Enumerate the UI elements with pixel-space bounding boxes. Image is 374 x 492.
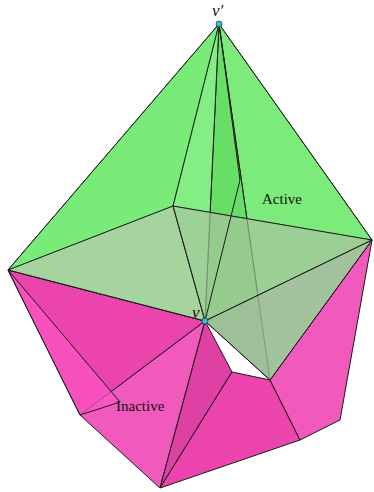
active-faces	[8, 24, 372, 380]
vertex-dot	[202, 318, 208, 324]
region-label: Active	[262, 192, 302, 207]
vertex-label: v′	[212, 2, 223, 19]
vertex-dot	[216, 21, 222, 27]
vertex-label: v	[192, 304, 200, 321]
region-label: Inactive	[116, 399, 164, 414]
